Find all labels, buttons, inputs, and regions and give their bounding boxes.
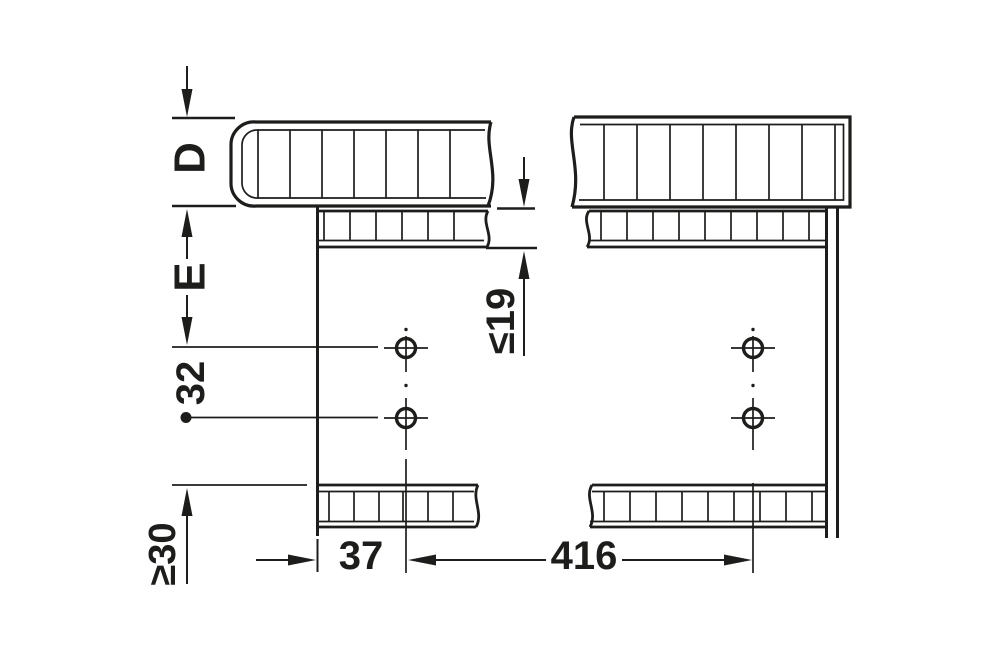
break-line [474, 484, 481, 528]
dimension-32: 32 [169, 346, 378, 423]
center-line-right [751, 327, 755, 573]
dimension-416: 416 [408, 534, 752, 578]
arrowhead-down [181, 89, 193, 117]
break-line [484, 210, 491, 248]
dimension-max-19: ≤19 [479, 157, 537, 356]
dimension-label-37: 37 [339, 534, 384, 578]
cabinet-top-panel-section [569, 115, 852, 209]
arrowhead-right [724, 554, 752, 566]
arrowhead-left [408, 554, 436, 566]
drawer-bottom-right [588, 483, 825, 529]
panel-hatch-lines [257, 130, 451, 198]
drawer-runner-right [585, 209, 825, 249]
dimension-label-min-30: ≥30 [142, 522, 184, 585]
dimension-label-32: 32 [169, 361, 213, 406]
front-panel-section [229, 120, 495, 208]
dimension-label-d: D [166, 142, 215, 174]
break-line [588, 484, 594, 528]
arrowhead-down [518, 179, 530, 207]
mounting-hole [394, 406, 418, 430]
mounting-hole [394, 336, 418, 360]
drawer-runner-left [318, 209, 491, 249]
dimension-label-max-19: ≤19 [479, 288, 523, 354]
cabinet-back-panel-edge [825, 208, 839, 538]
dimension-label-416: 416 [551, 534, 618, 578]
dimension-label-e: E [166, 262, 215, 291]
panel-hatch-lines [603, 124, 836, 200]
arrowhead-up [181, 488, 193, 516]
mounting-hole [741, 406, 765, 430]
break-line [486, 121, 495, 207]
mounting-holes-left [384, 336, 428, 430]
mounting-hole [741, 336, 765, 360]
dimension-d: D [166, 66, 236, 208]
arrowhead-up [181, 209, 193, 237]
arrowhead-down [181, 317, 193, 345]
center-line-left [404, 327, 408, 573]
dimension-min-30: ≥30 [142, 484, 307, 586]
break-line [585, 210, 591, 248]
drawer-bottom-left [318, 483, 481, 529]
break-line [569, 116, 578, 208]
dimension-37: 37 [256, 534, 383, 578]
arrowhead-right [288, 554, 316, 566]
arrowhead-up [518, 251, 530, 279]
mounting-holes-right [731, 336, 775, 430]
dimension-e: E [166, 209, 215, 345]
